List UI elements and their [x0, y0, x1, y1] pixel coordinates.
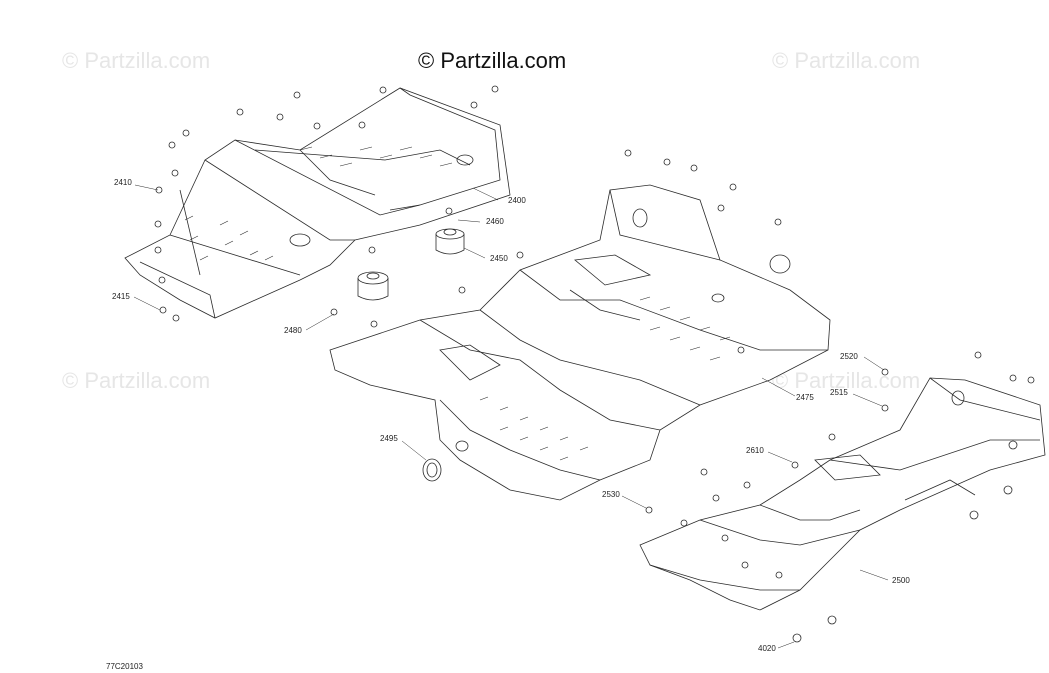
seat-base-2450b: [357, 271, 389, 301]
floor-panel-rear: [124, 87, 511, 319]
callout-2520: 2520: [840, 352, 858, 361]
callout-2410: 2410: [114, 178, 132, 187]
callout-2610: 2610: [746, 446, 764, 455]
watermark-mid-left: © Partzilla.com: [62, 368, 211, 393]
callout-2480: 2480: [284, 326, 302, 335]
fasteners: [154, 85, 1035, 643]
callout-2495: 2495: [380, 434, 398, 443]
watermark-top-right: © Partzilla.com: [772, 48, 921, 73]
callout-4020: 4020: [758, 644, 776, 653]
callout-2400: 2400: [508, 196, 526, 205]
watermark-top-left: © Partzilla.com: [62, 48, 211, 73]
floor-panel-lower: [639, 377, 1046, 611]
callout-2500: 2500: [892, 576, 910, 585]
plug-2475: [769, 254, 791, 274]
copyright-title: © Partzilla.com: [418, 48, 567, 73]
callout-2515: 2515: [830, 388, 848, 397]
callout-2460: 2460: [486, 217, 504, 226]
callout-2475: 2475: [796, 393, 814, 402]
diagram-code: 77C20103: [106, 662, 143, 671]
grommet-2495: [422, 458, 442, 482]
leader-lines: [133, 184, 889, 649]
seat-base-2450: [435, 228, 465, 255]
callout-2450: 2450: [490, 254, 508, 263]
callout-2530: 2530: [602, 490, 620, 499]
watermark-mid-right: © Partzilla.com: [772, 368, 921, 393]
callout-2415: 2415: [112, 292, 130, 301]
floor-panel-front: [329, 184, 831, 501]
